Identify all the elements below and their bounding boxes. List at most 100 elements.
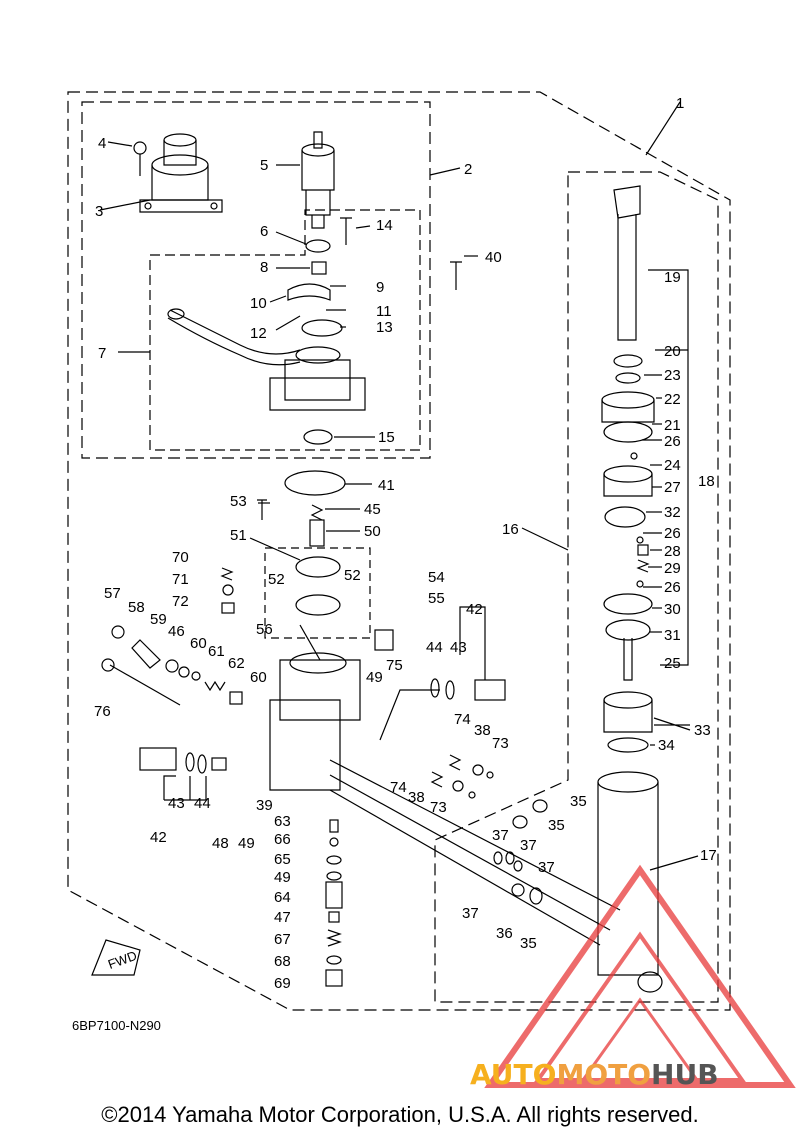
callout-59: 59 [150, 611, 167, 628]
callout-46: 46 [168, 623, 185, 640]
spring-74a [448, 754, 462, 771]
callout-35b: 35 [548, 817, 565, 834]
callout-49c: 49 [274, 869, 291, 886]
brush-holder [287, 283, 331, 301]
callout-10: 10 [250, 295, 267, 312]
oring-41 [284, 470, 346, 496]
callout-8: 8 [260, 259, 268, 276]
tilt-rod [613, 185, 641, 341]
callout-26b: 26 [664, 525, 681, 542]
part-31 [605, 619, 651, 641]
part-57 [111, 625, 125, 639]
callout-73b: 73 [430, 799, 447, 816]
cylinder-cap-33 [603, 691, 653, 733]
callout-44a: 44 [426, 639, 443, 656]
part-72 [221, 602, 235, 614]
callout-55: 55 [428, 590, 445, 607]
spring-67 [326, 929, 342, 947]
oring-34 [607, 737, 649, 753]
spring-29 [636, 559, 650, 573]
oring-32 [604, 506, 646, 528]
callout-22: 22 [664, 391, 681, 408]
callout-56: 56 [256, 621, 273, 638]
oring-65 [326, 855, 342, 865]
callout-11: 11 [376, 303, 392, 320]
part-50 [309, 519, 325, 547]
washer-30 [603, 593, 653, 615]
callout-49a: 49 [366, 669, 383, 686]
callout-74a: 74 [454, 711, 471, 728]
callout-48: 48 [212, 835, 229, 852]
part-28 [637, 544, 649, 556]
callout-26c: 26 [664, 579, 681, 596]
spring-74b [430, 771, 444, 788]
part-69 [325, 969, 343, 987]
callout-40: 40 [485, 249, 502, 266]
motor-unit [139, 133, 223, 213]
callout-labels: 1 2 3 4 5 6 7 8 9 10 11 12 13 14 15 16 1… [72, 95, 717, 1033]
callout-72: 72 [172, 593, 189, 610]
callout-53: 53 [230, 493, 247, 510]
part-66 [329, 837, 339, 847]
callout-9: 9 [376, 279, 384, 296]
plug-75 [374, 629, 394, 651]
callout-45: 45 [364, 501, 381, 518]
watermark-part3: HUB [651, 1058, 719, 1091]
callout-2: 2 [464, 161, 472, 178]
filter-42-left [139, 747, 177, 771]
callout-57: 57 [104, 585, 121, 602]
callout-42b: 42 [150, 829, 167, 846]
callout-47: 47 [274, 909, 291, 926]
callout-16: 16 [502, 521, 519, 538]
wire-harness [169, 309, 301, 355]
part-63 [329, 819, 339, 833]
callout-1: 1 [676, 95, 684, 112]
callout-61: 61 [208, 643, 225, 660]
part-60a [191, 671, 201, 681]
bolt-40 [450, 261, 462, 290]
fwd-arrow [91, 939, 141, 976]
piston-27 [603, 465, 653, 497]
oring-21 [603, 421, 653, 443]
callout-69: 69 [274, 975, 291, 992]
callout-38b: 38 [408, 789, 425, 806]
callout-60a: 60 [190, 635, 207, 652]
motor-inner-box [149, 209, 421, 451]
callout-49b: 49 [238, 835, 255, 852]
seal-15 [303, 429, 333, 445]
washer-6 [305, 239, 331, 253]
callout-37c: 37 [538, 859, 555, 876]
part-47 [328, 911, 340, 923]
part-46 [178, 666, 190, 678]
oring-23 [615, 372, 641, 384]
callout-67: 67 [274, 931, 291, 948]
callout-37a: 37 [492, 827, 509, 844]
valve-52 [295, 594, 341, 616]
callout-7: 7 [98, 345, 106, 362]
callout-43b: 43 [168, 795, 185, 812]
callout-50: 50 [364, 523, 381, 540]
callout-34: 34 [658, 737, 675, 754]
callout-29: 29 [664, 560, 681, 577]
callout-18: 18 [698, 473, 715, 490]
bolt-76 [109, 664, 181, 706]
callout-28: 28 [664, 543, 681, 560]
filter-42-right [474, 679, 506, 701]
cylinder-box [434, 171, 719, 1003]
diagram-code: 6BP7100-N290 [72, 1018, 161, 1033]
automotohub-logo-triangle [484, 864, 796, 1088]
bolt-14 [340, 217, 352, 245]
callout-3: 3 [95, 203, 103, 220]
callout-43a: 43 [450, 639, 467, 656]
callout-64: 64 [274, 889, 291, 906]
callout-13: 13 [376, 319, 393, 336]
callout-25: 25 [664, 655, 681, 672]
armature-shaft [301, 131, 335, 229]
callout-33: 33 [694, 722, 711, 739]
part-13 [301, 319, 343, 337]
callout-30: 30 [664, 601, 681, 618]
screw-4 [133, 141, 147, 176]
part-62 [229, 691, 243, 705]
copyright-notice: ©2014 Yamaha Motor Corporation, U.S.A. A… [101, 1102, 699, 1127]
